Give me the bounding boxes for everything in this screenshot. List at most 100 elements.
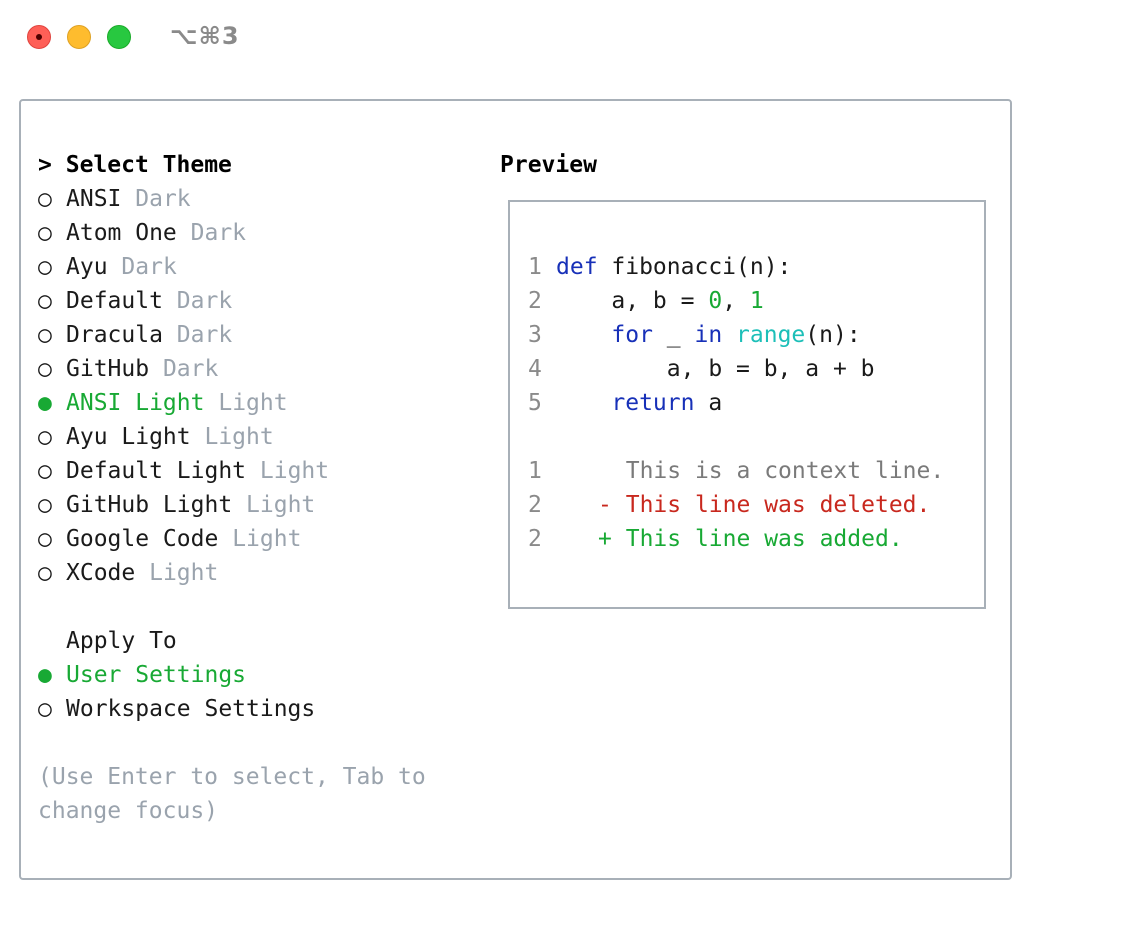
code-token: def — [556, 254, 598, 280]
code-token: 1 — [749, 288, 764, 314]
theme-variant: Dark — [121, 254, 177, 280]
theme-variant: Light — [204, 424, 274, 450]
close-window-button[interactable] — [27, 25, 51, 49]
theme-name: Default Light — [66, 458, 247, 484]
radio-unselected-icon: ○ — [38, 458, 52, 484]
code-token: for — [611, 322, 653, 348]
apply-to-heading: Apply To — [66, 628, 177, 654]
theme-variant: Dark — [176, 322, 233, 348]
select-theme-heading: > Select Theme — [38, 148, 232, 182]
theme-variant: Light — [246, 492, 316, 518]
code-token — [556, 390, 611, 416]
code-line: 3 for _ in range(n): — [528, 318, 861, 352]
code-token — [722, 322, 736, 348]
code-token: , — [722, 288, 750, 314]
radio-unselected-icon: ○ — [38, 322, 52, 348]
maximize-window-button[interactable] — [107, 25, 131, 49]
theme-option[interactable]: ○ Ayu Dark — [38, 250, 177, 284]
theme-option[interactable]: ○ Atom One Dark — [38, 216, 246, 250]
window-controls — [27, 25, 147, 49]
theme-variant: Dark — [135, 186, 191, 212]
theme-option[interactable]: ○ Dracula Dark — [38, 318, 232, 352]
code-line: 4 a, b = b, a + b — [528, 352, 875, 386]
apply-to-option[interactable]: ● User Settings — [38, 658, 246, 692]
code-token: a — [694, 390, 723, 416]
theme-name: Google Code — [66, 526, 219, 552]
diff-prefix — [598, 458, 612, 484]
code-token: fibonacci(n): — [597, 254, 792, 280]
radio-unselected-icon: ○ — [38, 424, 52, 450]
radio-unselected-icon: ○ — [38, 560, 52, 586]
line-number: 1 — [528, 254, 542, 280]
theme-variant: Light — [259, 458, 330, 484]
minimize-window-button[interactable] — [67, 25, 91, 49]
theme-variant: Dark — [176, 288, 233, 314]
select-theme-title: Select Theme — [65, 152, 232, 178]
diff-line-deleted: 2 - This line was deleted. — [528, 488, 930, 522]
theme-option[interactable]: ● ANSI Light Light — [38, 386, 288, 420]
theme-name: GitHub — [66, 356, 150, 382]
code-token: return — [611, 390, 695, 416]
line-number: 2 — [528, 526, 542, 552]
help-text-line-1: (Use Enter to select, Tab to — [38, 764, 426, 790]
theme-variant: Light — [218, 390, 288, 416]
theme-option[interactable]: ○ Default Dark — [38, 284, 232, 318]
theme-name: GitHub Light — [66, 492, 233, 518]
theme-option[interactable]: ○ Default Light Light — [38, 454, 329, 488]
radio-unselected-icon: ○ — [38, 356, 52, 382]
diff-prefix: + — [598, 526, 612, 552]
code-token: 0 — [708, 288, 723, 314]
window-shortcut-label: ⌥⌘3 — [170, 22, 240, 50]
radio-selected-icon: ● — [38, 662, 52, 688]
code-token: a, b = — [556, 288, 709, 314]
theme-variant: Dark — [190, 220, 247, 246]
code-line: 2 a, b = 0, 1 — [528, 284, 764, 318]
theme-option[interactable]: ○Ayu Light Light — [38, 420, 274, 454]
radio-unselected-icon: ○ — [38, 526, 52, 552]
diff-text: This is a context line. — [625, 458, 945, 484]
code-token: _ — [652, 322, 695, 348]
radio-unselected-icon: ○ — [38, 696, 52, 722]
diff-line-added: 2 + This line was added. — [528, 522, 903, 556]
code-token — [556, 322, 611, 348]
theme-dialog — [19, 99, 1012, 880]
theme-option[interactable]: ○GitHub Dark — [38, 352, 218, 386]
code-line: 5 return a — [528, 386, 722, 420]
theme-name: ANSI Light — [66, 390, 205, 416]
theme-option[interactable]: ○ ANSI Dark — [38, 182, 191, 216]
theme-name: ANSI — [66, 186, 122, 212]
radio-unselected-icon: ○ — [38, 288, 52, 314]
line-number: 5 — [528, 390, 542, 416]
line-number: 2 — [528, 288, 542, 314]
diff-text: This line was deleted. — [625, 492, 931, 518]
theme-option[interactable]: ○ Google Code Light — [38, 522, 301, 556]
line-number: 2 — [528, 492, 542, 518]
radio-unselected-icon: ○ — [38, 254, 52, 280]
theme-name: Dracula — [66, 322, 163, 348]
theme-name: Default — [66, 288, 163, 314]
line-number: 1 — [528, 458, 542, 484]
radio-selected-icon: ● — [38, 390, 52, 416]
diff-line-context: 1 This is a context line. — [528, 454, 944, 488]
theme-name: XCode — [66, 560, 136, 586]
theme-variant: Light — [232, 526, 302, 552]
code-token: range — [736, 322, 806, 348]
code-token: (n): — [805, 322, 861, 348]
theme-option[interactable]: ○XCode Light — [38, 556, 218, 590]
theme-name: Ayu — [66, 254, 108, 280]
code-token: a, b = b, a + b — [556, 356, 875, 382]
theme-name: Atom One — [66, 220, 177, 246]
code-token: in — [694, 322, 723, 348]
line-number: 3 — [528, 322, 542, 348]
theme-option[interactable]: ○ GitHub Light Light — [38, 488, 315, 522]
focus-indicator: > — [38, 152, 52, 178]
apply-to-label: User Settings — [66, 662, 247, 688]
preview-box — [508, 200, 986, 609]
diff-prefix: - — [598, 492, 612, 518]
radio-unselected-icon: ○ — [38, 220, 52, 246]
preview-title: Preview — [500, 152, 597, 178]
apply-to-option[interactable]: ○Workspace Settings — [38, 692, 315, 726]
radio-unselected-icon: ○ — [38, 492, 52, 518]
radio-unselected-icon: ○ — [38, 186, 52, 212]
diff-text: This line was added. — [625, 526, 903, 552]
